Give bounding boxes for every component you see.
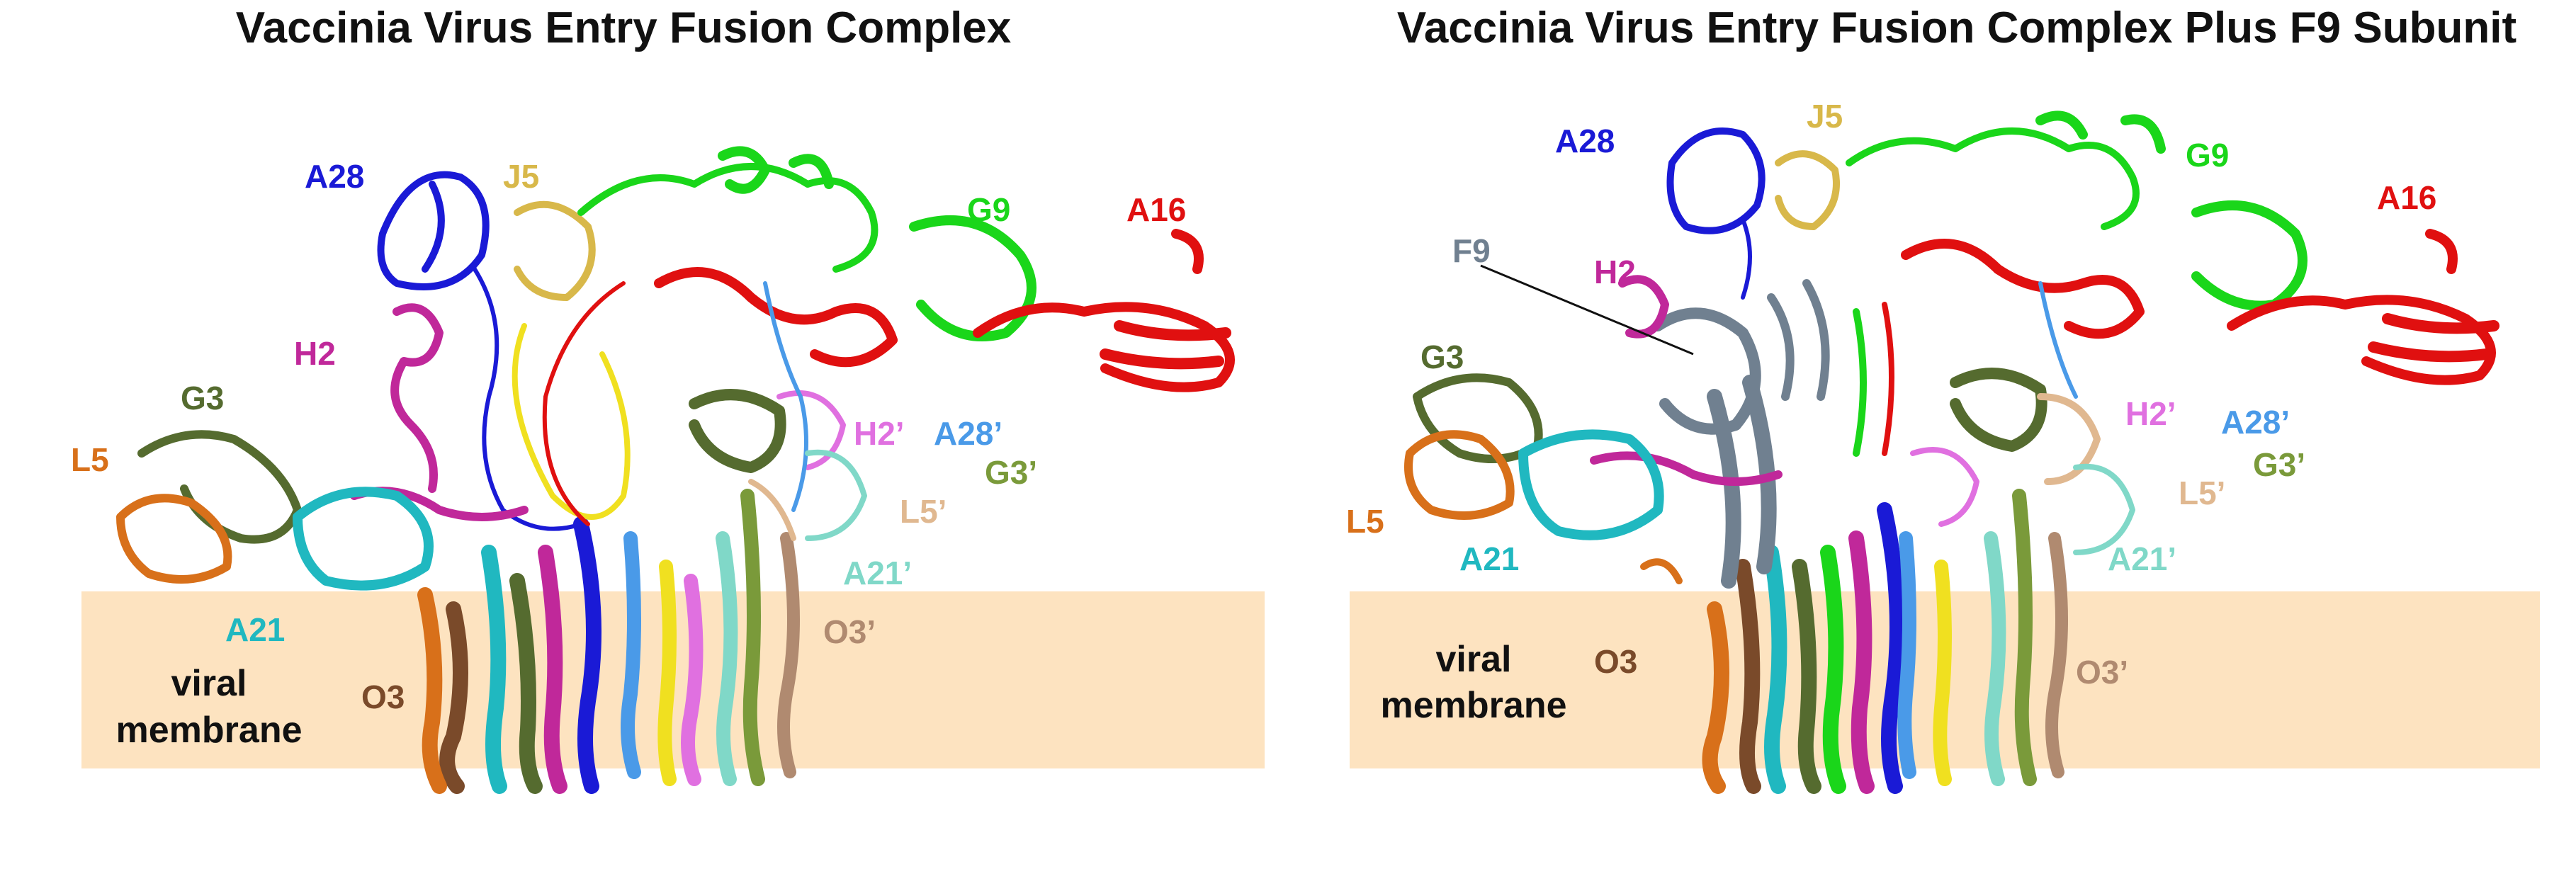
panel-left-title: Vaccinia Virus Entry Fusion Complex [236, 4, 1012, 52]
label-l5: L5 [1346, 503, 1384, 540]
label-o3-prime: O3’ [823, 613, 876, 650]
label-j5: J5 [503, 158, 539, 195]
label-g3-prime: G3’ [2253, 446, 2305, 483]
membrane-label-right-line1: viral [1436, 639, 1512, 680]
f9-leader-line [1480, 264, 1694, 356]
label-a28-prime: A28’ [934, 415, 1002, 452]
label-l5-prime: L5’ [900, 493, 947, 530]
panel-right-title: Vaccinia Virus Entry Fusion Complex Plus… [1397, 4, 2516, 52]
label-a21: A21 [1459, 540, 1519, 577]
subunit-labels-right: A28 J5 G9 A16 F9 H2 G3 L5 A21 O3 H2’ A28… [1346, 98, 2436, 726]
transmembrane-helices-left [417, 489, 800, 794]
protein-domains-left [116, 146, 1235, 591]
label-a21-prime: A21’ [843, 555, 912, 591]
label-a28-prime: A28’ [2221, 404, 2290, 441]
transmembrane-helices-right [1702, 375, 2068, 794]
label-h2: H2 [294, 335, 336, 372]
membrane-label-left-line2: membrane [116, 710, 303, 751]
subunit-labels-left: A28 J5 G9 A16 H2 G3 L5 A21 O3 H2’ A28’ G… [71, 158, 1186, 751]
label-o3: O3 [361, 679, 405, 715]
label-a28: A28 [305, 158, 364, 195]
membrane-label-left-line1: viral [171, 663, 247, 704]
label-g9: G9 [2186, 137, 2229, 174]
label-l5: L5 [71, 441, 109, 478]
label-a16: A16 [2377, 179, 2436, 216]
label-j5: J5 [1807, 98, 1843, 135]
label-g3-prime: G3’ [985, 454, 1037, 491]
protein-domains-right [1404, 110, 2499, 584]
label-f9: F9 [1452, 232, 1491, 269]
label-a21: A21 [225, 611, 285, 648]
label-o3: O3 [1594, 643, 1637, 680]
label-g3: G3 [1420, 339, 1464, 375]
panel-right: Vaccinia Virus Entry Fusion Complex Plus… [1346, 4, 2540, 794]
label-o3-prime: O3’ [2076, 654, 2128, 691]
label-g9: G9 [967, 191, 1010, 228]
panel-left: Vaccinia Virus Entry Fusion Complex [71, 4, 1265, 794]
label-h2: H2 [1594, 254, 1636, 290]
label-h2-prime: H2’ [2125, 395, 2176, 432]
membrane-label-right-line2: membrane [1381, 685, 1567, 726]
label-h2-prime: H2’ [854, 415, 905, 452]
label-a16: A16 [1126, 191, 1186, 228]
label-l5-prime: L5’ [2179, 475, 2225, 511]
label-a21-prime: A21’ [2108, 540, 2176, 577]
label-g3: G3 [181, 380, 224, 416]
label-a28: A28 [1555, 123, 1615, 159]
